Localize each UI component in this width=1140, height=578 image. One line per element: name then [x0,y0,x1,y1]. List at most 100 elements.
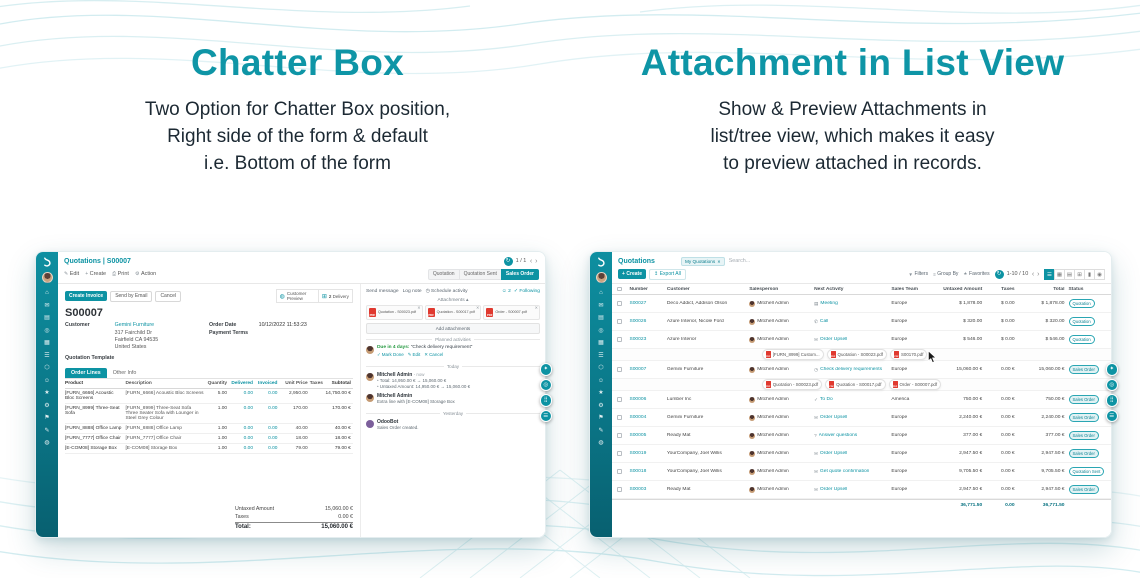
row-checkbox[interactable] [617,433,622,438]
header-sales-team[interactable]: Sales Team [891,286,918,292]
breadcrumb[interactable]: Quotations [618,257,655,265]
refresh-button[interactable]: ↻ [503,256,513,266]
create-button[interactable]: +Create [85,271,106,277]
search-facet[interactable]: My Quotations✕ [680,256,725,266]
tab-other-info[interactable]: Other Info [112,369,137,376]
row-checkbox[interactable] [617,487,622,492]
quotation-row[interactable]: S00007 Gemini Furniture Mitchell Admin ◷… [612,361,1111,379]
row-checkbox[interactable] [617,367,622,372]
pager-prev-icon[interactable]: ‹ [529,257,533,265]
favorites-icon[interactable]: ★ [44,390,50,396]
header-number[interactable]: Number [629,286,648,292]
user-avatar[interactable] [595,272,607,283]
contacts-icon[interactable]: ☺ [597,377,605,384]
order-line-row[interactable]: [FURN_8888] Office Lamp [FURN_8888] Offi… [65,424,353,434]
row-checkbox[interactable] [617,397,622,402]
quotation-row[interactable]: S00003 Ready Mat Mitchell Admin ✉Order U… [612,481,1111,499]
order-date-value[interactable]: 10/12/2022 11:53:23 [258,322,307,329]
user-avatar[interactable] [41,272,53,283]
attachment-chip[interactable]: PDF[FURN_8999] Custom... [761,349,824,360]
sales-icon[interactable]: ▦ [598,340,604,346]
following-button[interactable]: ✓ Following [513,289,540,294]
status-quotation-sent[interactable]: Quotation Sent [458,268,502,280]
edit-activity-button[interactable]: ✎Edit [407,351,421,358]
remove-attachment-icon[interactable]: ✕ [475,305,480,310]
header-customer[interactable]: Customer [666,286,690,292]
group-by-button[interactable]: ≡Group By [933,271,959,277]
map-view-icon[interactable]: ◉ [1094,268,1105,280]
order-line-row[interactable]: [FURN_8999] Three-Seat Sofa [FURN_8999] … [65,404,353,424]
contacts-icon[interactable]: ☺ [43,377,51,384]
message-author[interactable]: OdooBot [376,418,399,425]
delivery-button[interactable]: ⊞2 Delivery [318,289,353,304]
website-icon[interactable]: ◍ [598,440,604,446]
settings-icon[interactable]: ⚙ [44,402,50,409]
tab-order-lines[interactable]: Order Lines [65,367,107,378]
order-line-row[interactable]: [FURN_7777] Office Chair [FURN_7777] Off… [65,434,353,444]
action-menu[interactable]: ⚙Action [135,271,156,277]
inventory-icon[interactable]: ⬡ [44,365,50,371]
header-untaxed[interactable]: Untaxed Amount [943,286,983,292]
project-icon[interactable]: ⚑ [598,415,604,421]
quotation-row[interactable]: S00005 Ready Mat Mitchell Admin ?Answer … [612,427,1111,445]
quotation-row[interactable]: S00004 Gemini Furniture Mitchell Admin ✉… [612,409,1111,427]
followers-button[interactable]: ☺ 2 [501,288,511,294]
quotation-row[interactable]: S00026 Azure Interior, Nicole Ford Mitch… [612,313,1111,331]
schedule-activity-button[interactable]: ◷Schedule activity [425,288,468,295]
settings-icon[interactable]: ⚙ [598,402,604,409]
print-menu[interactable]: ⎙Print [112,271,129,277]
add-attachments-button[interactable]: Add attachments [365,322,540,334]
header-salesperson[interactable]: Salesperson [749,286,779,292]
edit-button[interactable]: ✎Edit [64,271,79,277]
notes-icon[interactable]: ✎ [598,427,604,434]
attachment-card[interactable]: PDF Order - S00007.pdf ✕ [483,305,540,320]
header-total[interactable]: Total [1053,286,1065,292]
customer-value[interactable]: Gemini Furniture [114,322,155,329]
pager-prev-icon[interactable]: ‹ [1031,270,1035,278]
crm-icon[interactable]: ◎ [44,327,50,334]
dashboard-icon[interactable]: ☰ [598,352,604,359]
inventory-icon[interactable]: ⬡ [598,365,604,371]
sales-icon[interactable]: ▦ [44,340,50,346]
row-checkbox[interactable] [617,451,622,456]
header-status[interactable]: Status [1068,286,1084,292]
order-line-row[interactable]: [FURN_6666] Acoustic Bloc Screens [FURN_… [65,389,353,404]
row-checkbox[interactable] [617,415,622,420]
menu-icon[interactable]: ☰ [539,409,552,422]
discuss-icon[interactable]: ✉ [598,302,604,309]
favorites-icon[interactable]: ★ [598,390,604,396]
quotation-row[interactable]: S00019 YourCompany, Joel Willis Mitchell… [612,445,1111,463]
attachment-card[interactable]: PDF Quotation - S00017.pdf ✕ [424,305,482,320]
row-checkbox[interactable] [617,469,622,474]
attachments-section-toggle[interactable]: Attachments ▴ [437,298,469,303]
remove-attachment-icon[interactable]: ✕ [534,305,538,310]
home-icon[interactable]: ⌂ [599,290,603,296]
customer-preview-button[interactable]: ◍Customer Preview [275,289,319,304]
create-invoice-button[interactable]: Create Invoice [65,291,108,302]
website-icon[interactable]: ◍ [44,440,50,446]
export-all-button[interactable]: ↥Export All [649,268,686,280]
send-message-button[interactable]: Send message [365,288,399,294]
favorites-button[interactable]: ★Favorites [963,271,990,277]
select-all-checkbox[interactable] [617,286,622,292]
cancel-activity-button[interactable]: ✕Cancel [424,351,444,358]
dashboard-icon[interactable]: ☰ [44,352,50,359]
discuss-icon[interactable]: ✉ [44,302,50,309]
mark-done-button[interactable]: ✓Mark Done [376,351,404,358]
bookmark-icon[interactable]: ✦ [539,363,552,376]
sync-button[interactable]: ↻ [994,269,1004,279]
search-input[interactable]: My Quotations✕ Search... [680,256,912,266]
home-icon[interactable]: ⌂ [45,290,49,296]
breadcrumb[interactable]: Quotations | S00007 [64,257,131,265]
search-icon[interactable]: ◎ [1105,378,1118,391]
bookmark-icon[interactable]: ✦ [1105,363,1118,376]
calendar-icon[interactable]: ▤ [598,315,604,321]
menu-icon[interactable]: ☰ [1105,409,1118,422]
filters-button[interactable]: ▼Filters [908,271,929,277]
crm-icon[interactable]: ◎ [598,327,604,334]
